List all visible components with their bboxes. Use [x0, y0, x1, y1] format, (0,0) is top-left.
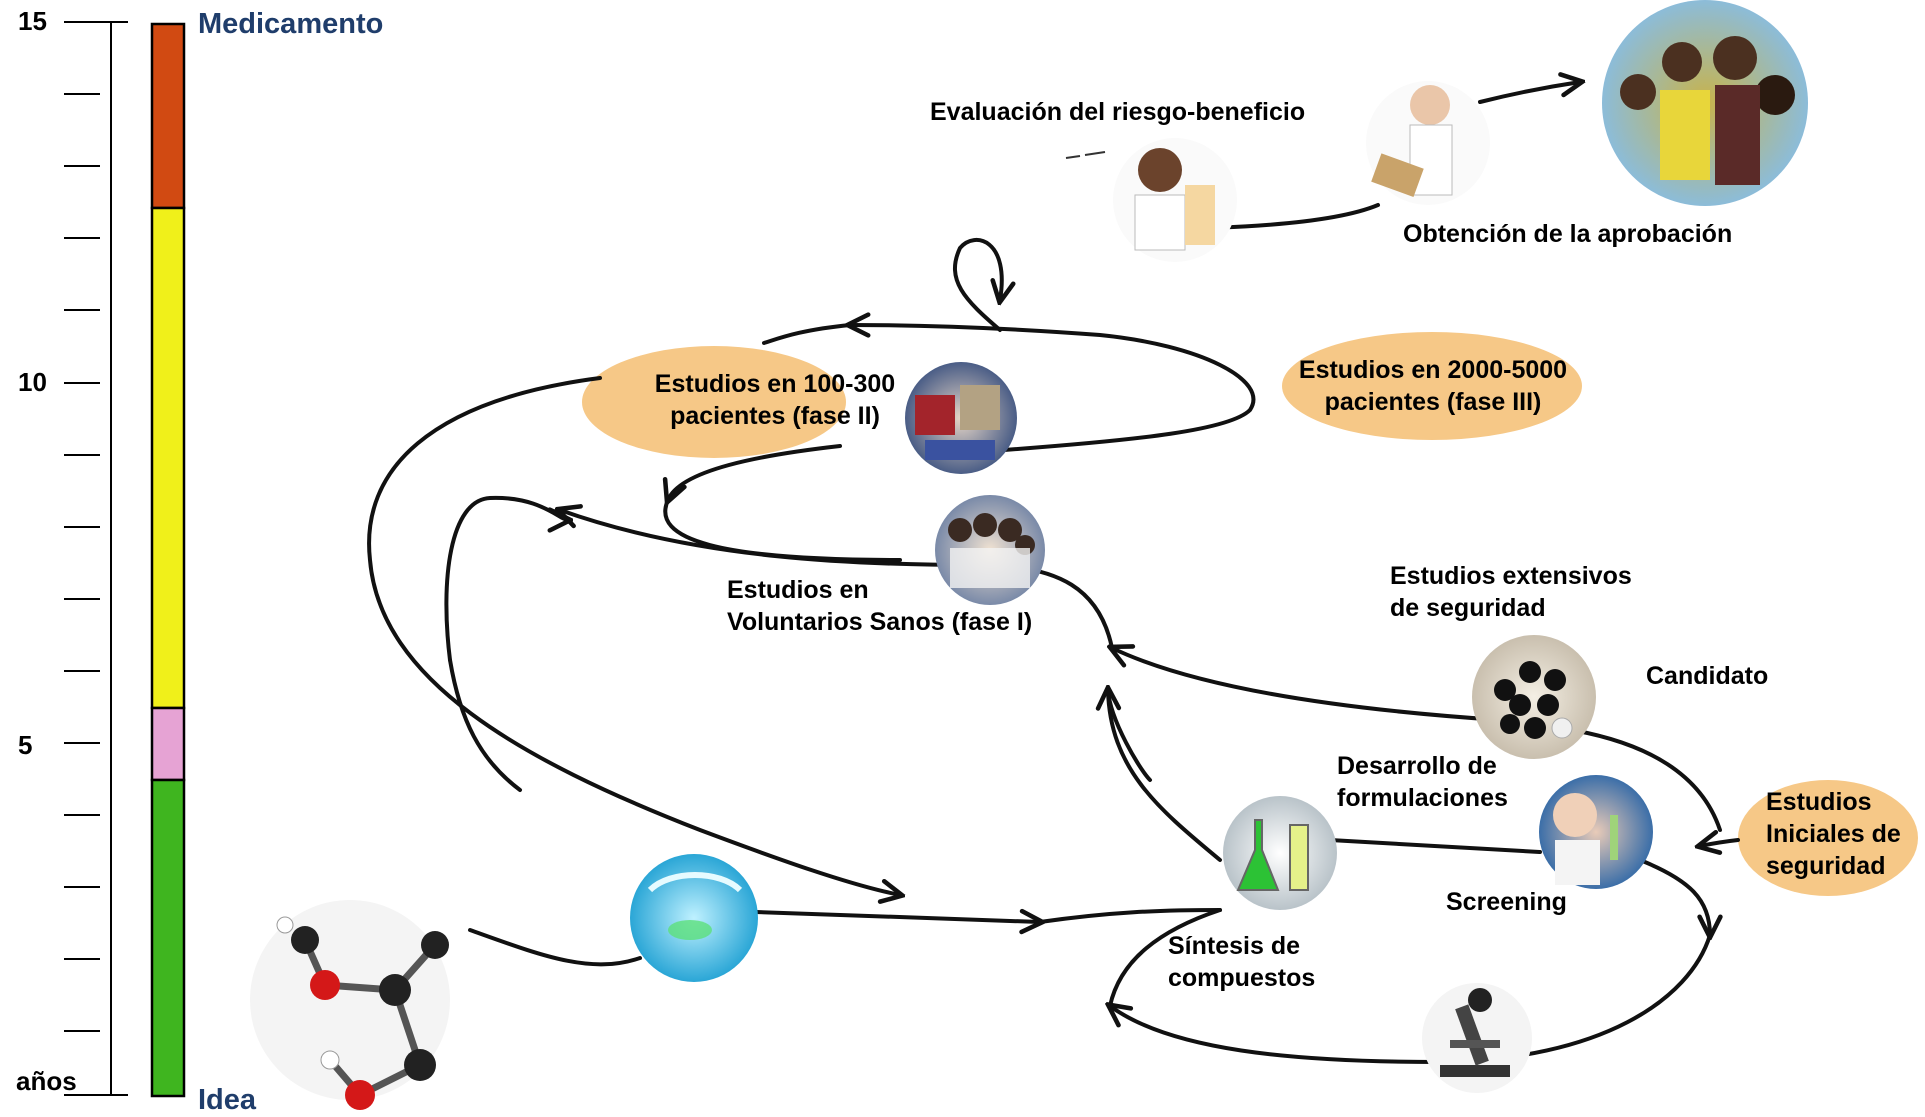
- tick-label-10: 10: [18, 367, 47, 397]
- patients-icon: [905, 362, 1017, 474]
- microscope-icon: [1422, 983, 1532, 1093]
- arrow-iniciales-to-screening: [1700, 840, 1740, 846]
- label-candidato: Candidato: [1646, 662, 1769, 690]
- tick-label-15: 15: [18, 6, 47, 36]
- scale-ticks: [64, 21, 128, 1096]
- arrow-inner-return: [444, 495, 568, 662]
- arrow-formulaciones-down: [1106, 688, 1152, 782]
- arrow-extensivos-to-fase1: [1112, 648, 1502, 722]
- arrow-loop-left: [1108, 908, 1222, 1008]
- arrow-up-to-riesgo: [953, 237, 1002, 332]
- top-label: Medicamento: [198, 8, 384, 40]
- label-extensivos: Estudios extensivos de seguridad: [1390, 562, 1632, 622]
- arrow-inner-descent: [448, 658, 522, 792]
- bar-segment-idea: [150, 778, 186, 1098]
- arrow-fase2-loop: [668, 444, 842, 500]
- volunteers-icon: [935, 495, 1045, 605]
- vials-icon: [1472, 635, 1596, 759]
- label-screening: Screening: [1446, 888, 1567, 916]
- arrow-molecule-to-lab: [468, 928, 642, 967]
- arrow-long-return: [367, 376, 900, 895]
- label-fase2: Estudios en 100-300 pacientes (fase II): [654, 370, 896, 430]
- fase3-highlight: [1282, 332, 1582, 440]
- timeline-scale: [64, 21, 186, 1098]
- doctor-icon: [1113, 138, 1237, 262]
- label-formulaciones: Desarrollo de formulaciones: [1337, 752, 1508, 812]
- arrow-screening-down: [1638, 858, 1710, 935]
- reviewer-icon: [1366, 81, 1490, 205]
- highlights: [582, 332, 1918, 896]
- label-aprobacion: Obtención de la aprobación: [1403, 220, 1733, 248]
- label-iniciales: Estudios Iniciales de seguridad: [1766, 788, 1901, 880]
- tick-label-5: 5: [18, 730, 33, 760]
- family-icon: [1602, 0, 1808, 206]
- molecule-icon: [250, 900, 450, 1110]
- arrow-to-family: [1478, 82, 1580, 104]
- lab-glove-icon: [630, 854, 758, 982]
- fase2-highlight: [582, 346, 846, 458]
- arrow-to-fase2: [762, 323, 852, 345]
- scientist-icon: [1539, 775, 1653, 889]
- bar-segment-medicamento: [150, 22, 186, 210]
- label-fase3: Estudios en 2000-5000 pacientes (fase II…: [1298, 356, 1568, 416]
- arrow-formulaciones-up: [1108, 690, 1222, 862]
- label-riesgo: Evaluación del riesgo-beneficio: [930, 98, 1306, 126]
- decorative-dashes: [1065, 151, 1106, 159]
- unit-label: años: [16, 1066, 77, 1096]
- iniciales-highlight: [1738, 780, 1918, 896]
- arrow-fase2-to-fase3: [663, 498, 902, 562]
- arrow-fase3-loop: [850, 325, 1256, 452]
- arrow-fase1-to-fase2: [560, 510, 1114, 650]
- bottom-label: Idea: [198, 1084, 257, 1116]
- bar-segment-transicion: [150, 706, 186, 782]
- label-sintesis: Síntesis de compuestos: [1168, 932, 1316, 992]
- flow-arrows: [367, 82, 1740, 1065]
- arrow-synthesis-to-screening: [1328, 838, 1542, 854]
- duration-bar: [150, 22, 186, 1098]
- arrow-synthesis-in: [1038, 908, 1222, 924]
- label-fase1: Estudios en Voluntarios Sanos (fase I): [727, 576, 1033, 636]
- flask-icon: [1223, 796, 1337, 910]
- bar-segment-clinico: [150, 206, 186, 710]
- arrow-lab-to-synthesis: [754, 912, 1040, 922]
- arrow-candidato: [1558, 726, 1722, 832]
